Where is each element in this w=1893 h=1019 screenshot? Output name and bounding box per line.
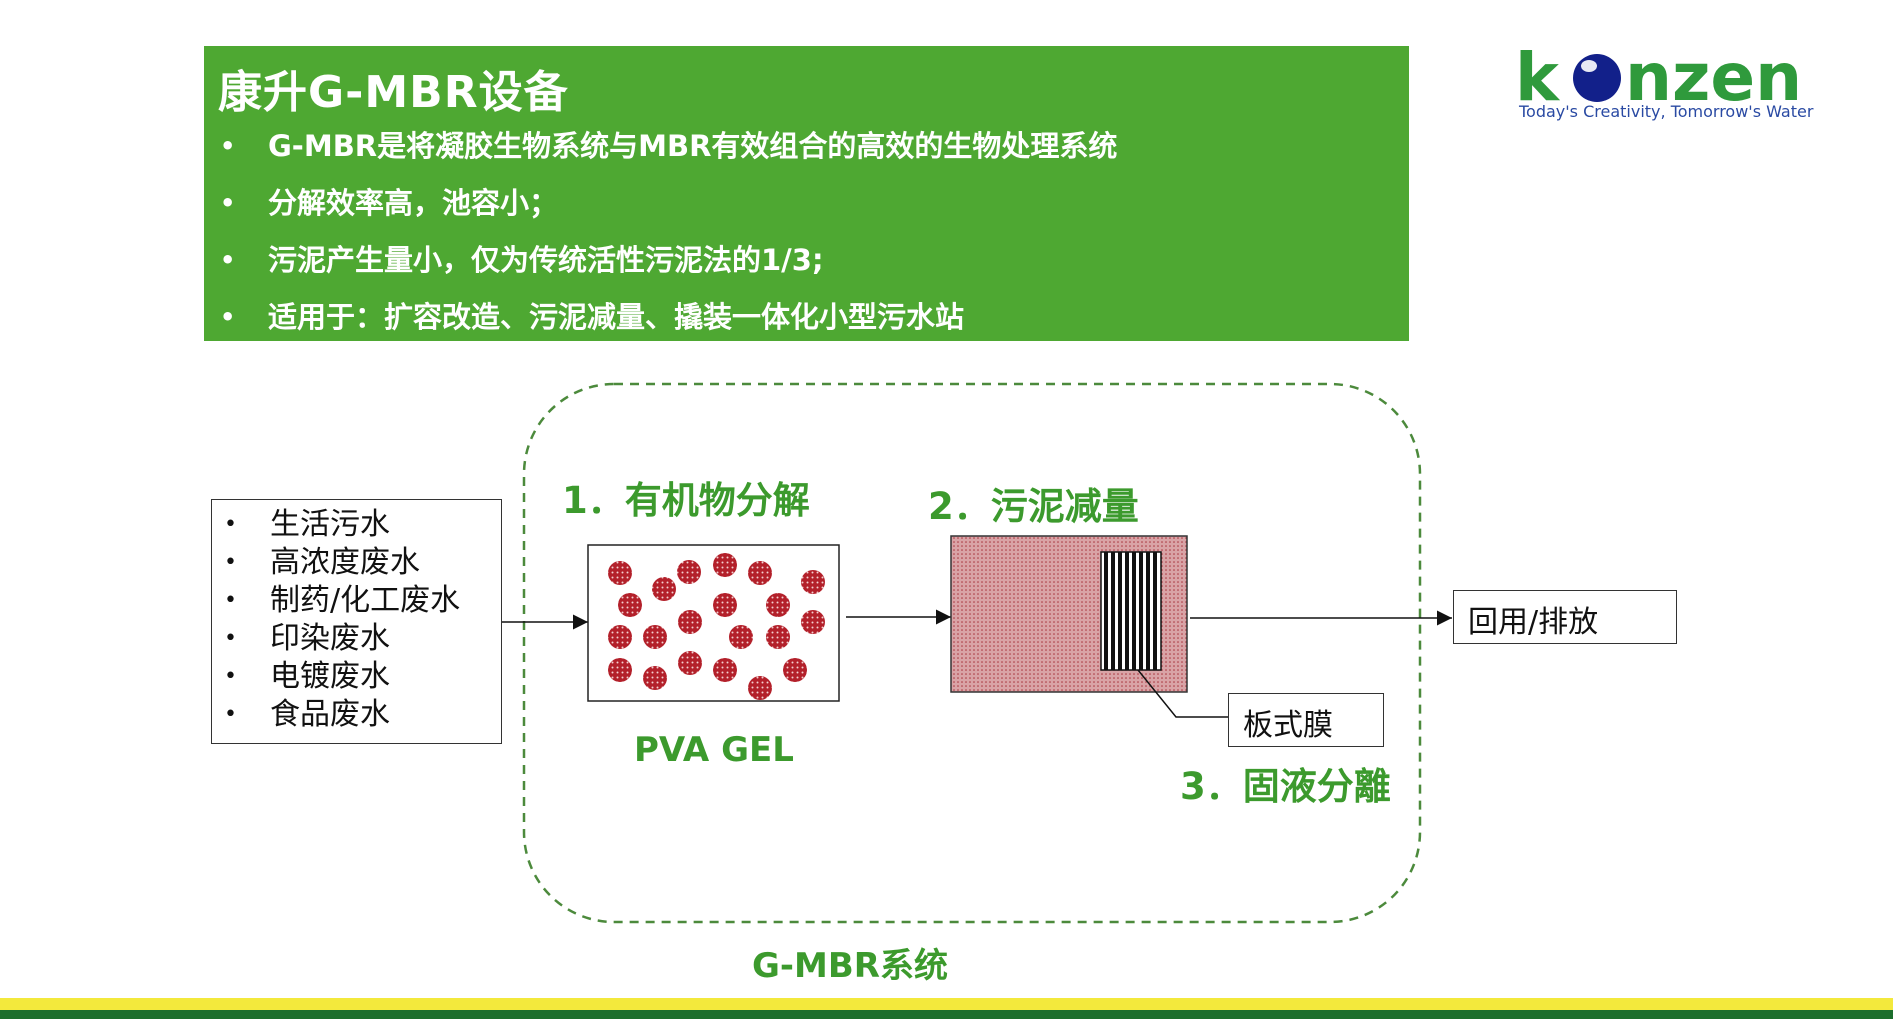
list-item: 电镀废水 — [222, 658, 460, 696]
logo-mark: k nzen — [1515, 40, 1797, 116]
flat-sheet-membrane — [1100, 551, 1162, 671]
stage-1-label: 1．有机物分解 — [562, 479, 810, 522]
output-box: 回用/排放 — [1453, 590, 1677, 644]
wastewater-source-box: 生活污水 高浓度废水 制药/化工废水 印染废水 电镀废水 食品废水 — [211, 499, 502, 744]
footer-stripe-green — [0, 1010, 1893, 1019]
header-title: 康升G-MBR设备 — [218, 67, 569, 118]
list-item: 印染废水 — [222, 620, 460, 658]
pva-gel-label: PVA GEL — [634, 730, 794, 770]
list-item: 食品废水 — [222, 696, 460, 734]
stage-3-label: 3．固液分離 — [1180, 765, 1391, 808]
footer-stripe-yellow — [0, 998, 1893, 1010]
svg-text:k: k — [1515, 40, 1561, 116]
logo-tagline: Today's Creativity, Tomorrow's Water — [1519, 102, 1814, 121]
membrane-callout-line — [1137, 669, 1228, 718]
list-item: 高浓度废水 — [222, 544, 460, 582]
system-label: G-MBR系统 — [752, 946, 948, 986]
header-bullet: 分解效率高，池容小； — [218, 175, 1117, 232]
header-bullet: 适用于：扩容改造、污泥减量、撬装一体化小型污水站 — [218, 289, 1117, 346]
list-item: 制药/化工废水 — [222, 582, 460, 620]
membrane-label-box: 板式膜 — [1228, 693, 1384, 747]
output-label: 回用/排放 — [1468, 605, 1599, 640]
svg-text:nzen: nzen — [1625, 40, 1797, 116]
membrane-label: 板式膜 — [1243, 708, 1333, 743]
konzen-logo: k nzen Today's Creativity, Tomorrow's Wa… — [1515, 40, 1813, 122]
system-boundary — [522, 382, 1422, 924]
header-bullet: G-MBR是将凝胶生物系统与MBR有效组合的高效的生物处理系统 — [218, 118, 1117, 175]
pva-gel-beads — [608, 553, 825, 700]
stage-2-label: 2．污泥减量 — [928, 485, 1139, 528]
header-bullet: 污泥产生量小，仅为传统活性污泥法的1/3; — [218, 232, 1117, 289]
list-item: 生活污水 — [222, 506, 460, 544]
header-panel: 康升G-MBR设备 G-MBR是将凝胶生物系统与MBR有效组合的高效的生物处理系… — [204, 46, 1409, 346]
header-bullet-list: G-MBR是将凝胶生物系统与MBR有效组合的高效的生物处理系统 分解效率高，池容… — [218, 118, 1117, 346]
wastewater-source-list: 生活污水 高浓度废水 制药/化工废水 印染废水 电镀废水 食品废水 — [222, 506, 460, 734]
